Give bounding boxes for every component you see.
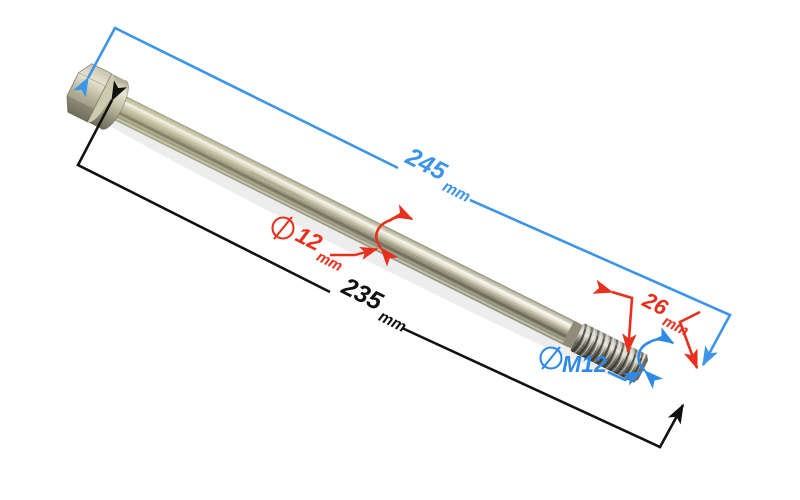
thread-length-unit: mm: [660, 313, 691, 340]
thread-spec-leader: [607, 370, 643, 386]
overall-length-leader-right: [469, 198, 732, 367]
bolt-assembly: [66, 63, 649, 383]
thread-spec-arc-lower: [637, 340, 664, 390]
thread-diameter-symbol-icon: [539, 346, 563, 370]
overall-length-value: 245: [400, 142, 452, 187]
annotation-thread-spec: M12: [539, 327, 675, 390]
shaft-diameter-arc-lower: [375, 218, 399, 267]
shaft-length-leader-right: [401, 326, 685, 449]
bolt-shadow: [88, 110, 625, 381]
thread-spec-value: M12: [562, 351, 607, 377]
shaft-diameter-arc-upper: [388, 204, 414, 223]
overall-length-unit: mm: [440, 178, 473, 206]
thread-spec-arc-upper: [647, 327, 675, 345]
bolt-shank: [109, 93, 580, 348]
shaft-diameter-leader: [330, 246, 379, 260]
thread-length-leader-left: [592, 279, 637, 354]
shaft-diameter-unit: mm: [314, 248, 345, 275]
shaft-length-unit: mm: [376, 308, 409, 336]
overall-length-leader-left: [72, 26, 399, 170]
shaft-length-value: 235: [336, 272, 388, 317]
annotation-overall-length: 245 mm: [72, 26, 732, 367]
shaft-length-leader-left: [76, 80, 331, 294]
thread-length-leader-right: [678, 310, 701, 370]
diameter-symbol-icon: [271, 216, 295, 240]
thread-transition: [562, 320, 583, 349]
